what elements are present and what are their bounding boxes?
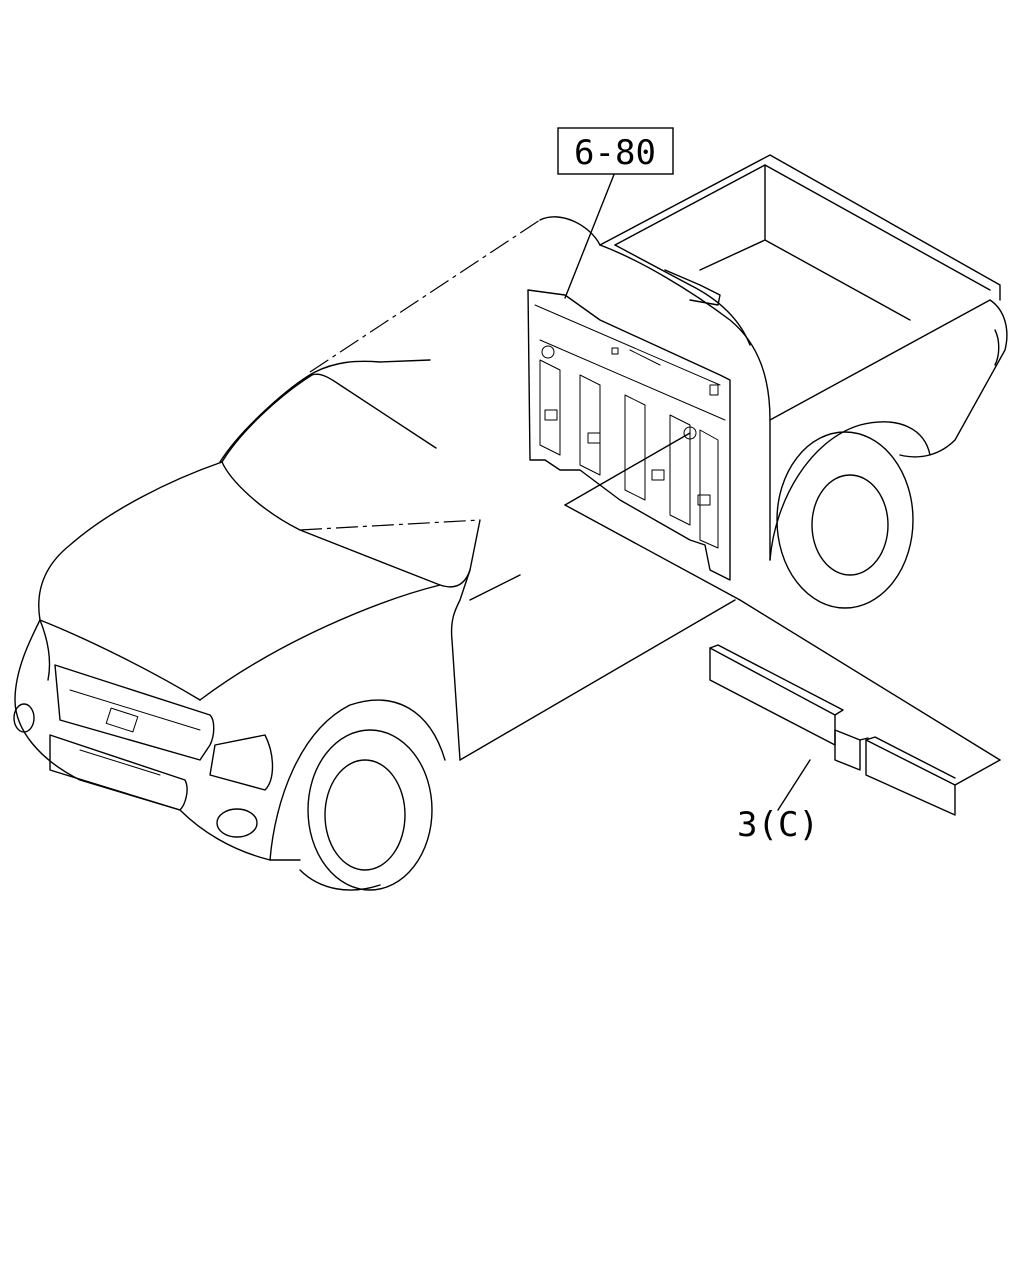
leader-lines	[564, 171, 1001, 811]
sill-strip-part	[709, 644, 956, 816]
part-callout-label: 3(C)	[737, 805, 819, 845]
truck-cab	[13, 216, 736, 891]
reference-callout[interactable]: 6-80	[557, 127, 674, 175]
cab-rear-panel	[527, 289, 731, 581]
truck-bed	[599, 154, 1008, 609]
reference-callout-label: 6-80	[574, 133, 656, 173]
reference-callout-box	[557, 127, 674, 175]
part-callout[interactable]: 3(C)	[737, 805, 819, 845]
